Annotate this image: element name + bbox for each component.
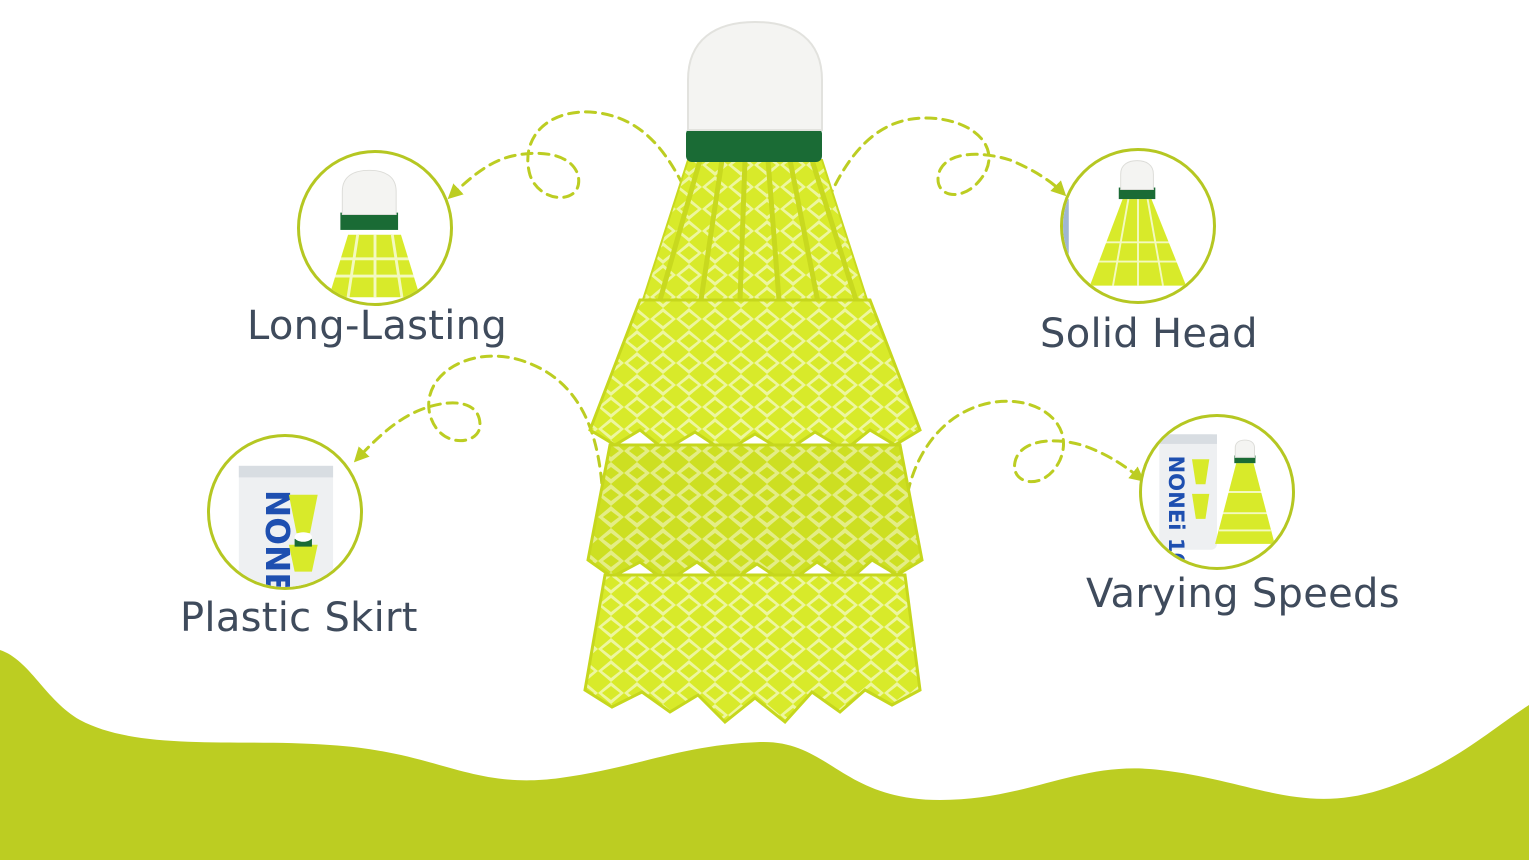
- shuttlecock-skirt-tier-1: [588, 298, 922, 454]
- feature-circle-plastic-skirt: NONE: [207, 434, 363, 590]
- shuttlecock-band: [686, 128, 822, 162]
- shuttlecock-icon: [1063, 160, 1187, 286]
- shuttlecock-skirt-tier-2: [586, 443, 924, 586]
- tube-brand-text: NONE: [258, 490, 296, 587]
- shuttlecock-skirt-tier-3: [583, 573, 922, 725]
- shuttlecock-head-icon: [328, 169, 421, 298]
- connector-long-lasting: [447, 110, 685, 200]
- ground-wave: [0, 650, 1529, 860]
- feature-circle-solid-head: [1060, 148, 1216, 304]
- shuttlecock-tube-icon: NONE: [238, 465, 334, 587]
- label-solid-head: Solid Head: [1040, 311, 1258, 357]
- feature-circle-long-lasting: [297, 150, 453, 306]
- label-varying-speeds: Varying Speeds: [1086, 571, 1400, 617]
- tube-and-shuttlecock-icon: NONEi 100: [1159, 434, 1275, 567]
- tube-brand-text-small: NONEi 100: [1164, 455, 1189, 567]
- connector-solid-head: [826, 116, 1067, 202]
- connector-plastic-skirt: [353, 354, 605, 502]
- label-plastic-skirt: Plastic Skirt: [180, 595, 418, 641]
- connector-varying-speeds: [903, 399, 1145, 512]
- shuttlecock-cork-head: [687, 20, 823, 131]
- label-long-lasting: Long-Lasting: [247, 303, 508, 349]
- feature-circle-varying-speeds: NONEi 100: [1139, 414, 1295, 570]
